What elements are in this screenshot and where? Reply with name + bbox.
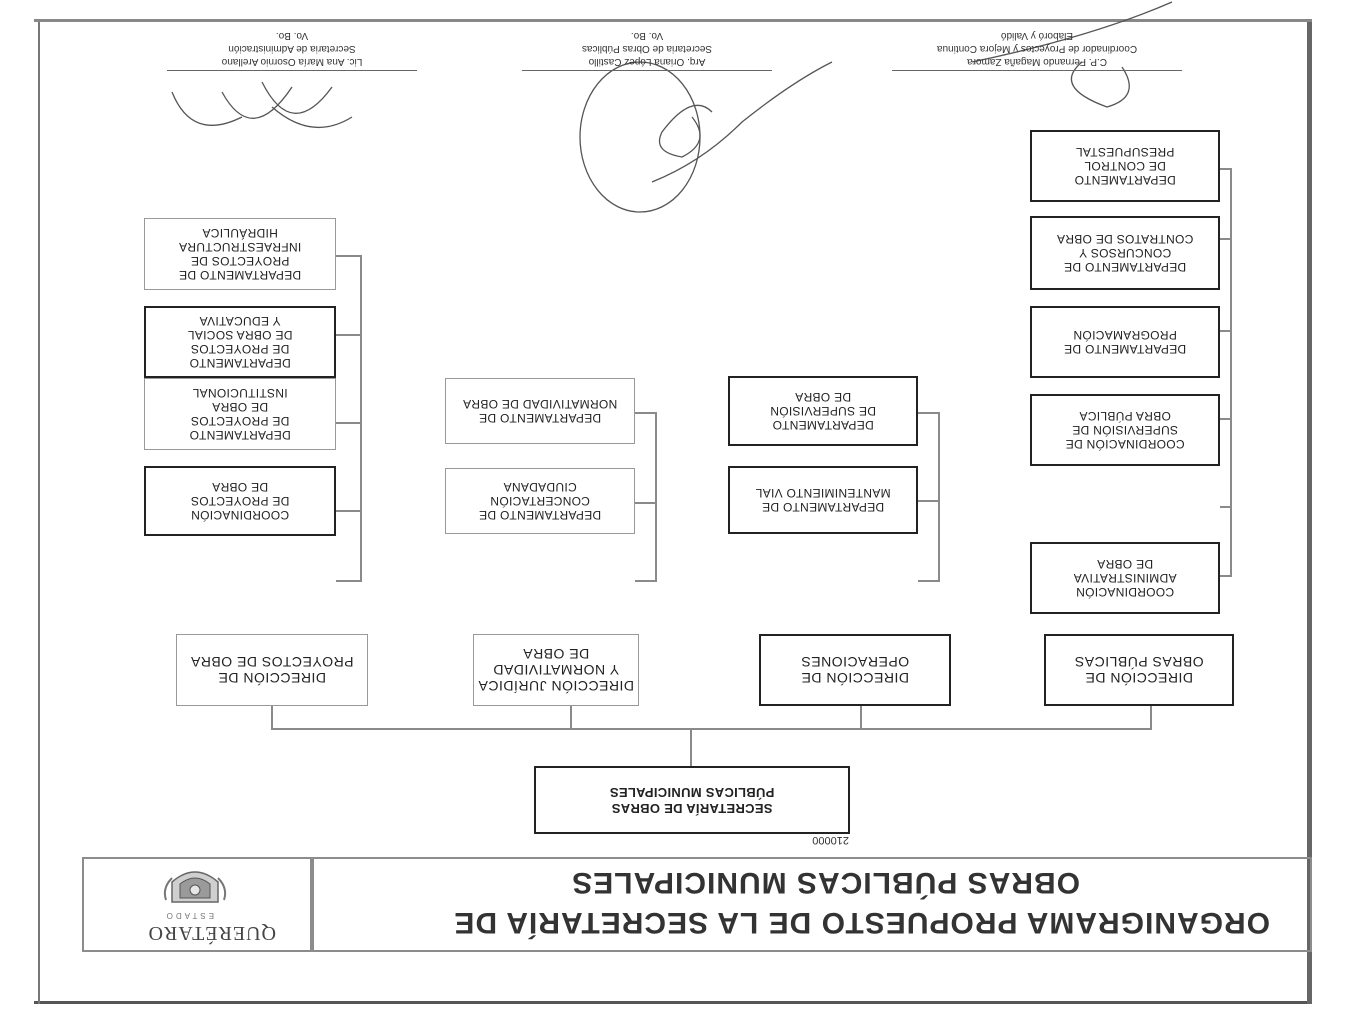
queretaro-logo: QUERÉTARO ESTADO — [82, 857, 312, 952]
signature-role: Vo. Bo. — [630, 30, 664, 41]
signature-role: Vo. Bo. — [275, 30, 309, 41]
signature-block-3: Lic. Ana María Osornio Arellano Secretar… — [167, 29, 417, 68]
signature-name: Arq. Oriana López Castillo — [588, 56, 706, 67]
signature-name: C.P. Fernando Magaña Zamora — [967, 56, 1107, 67]
signature-position: Secretaria de Obras Públicas — [581, 43, 713, 54]
signature-line — [522, 70, 772, 71]
signature-line — [167, 70, 417, 71]
signature-block-2: Arq. Oriana López Castillo Secretaria de… — [522, 29, 772, 68]
crest-icon — [163, 871, 227, 903]
signature-position: Secretaria de Administración — [228, 43, 356, 54]
signature-name: Lic. Ana María Osornio Arellano — [221, 56, 363, 67]
signature-position: Coordinador de Proyectos y Mejora Contin… — [936, 43, 1138, 54]
signature-line — [892, 70, 1182, 71]
signature-block-1: C.P. Fernando Magaña Zamora Coordinador … — [892, 29, 1182, 68]
signature-role: Elaboró y Validó — [1000, 30, 1074, 41]
